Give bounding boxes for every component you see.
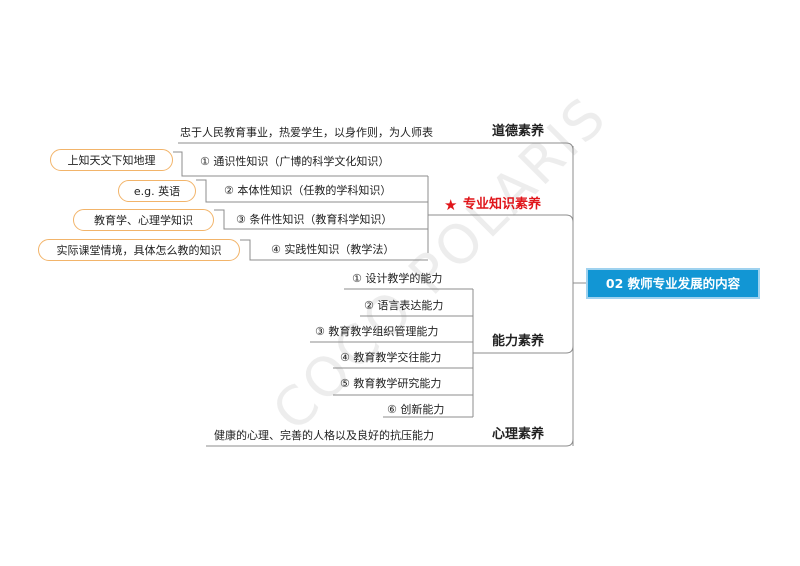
note-3-bracket xyxy=(214,209,232,230)
knowledge-item-1: ① 通识性知识（广博的科学文化知识） xyxy=(200,155,390,168)
knowledge-item-2: ② 本体性知识（任教的学科知识） xyxy=(224,184,392,197)
knowledge-note-4: 实际课堂情境，具体怎么教的知识 xyxy=(38,239,240,261)
psychology-title[interactable]: 心理素养 xyxy=(492,427,545,442)
ability-item-6: ⑥ 创新能力 xyxy=(387,403,445,416)
ethics-connector xyxy=(178,142,574,151)
knowledge-item-3: ③ 条件性知识（教育科学知识） xyxy=(236,213,393,226)
ability-item-3: ③ 教育教学组织管理能力 xyxy=(315,325,439,338)
psychology-connector xyxy=(206,438,574,447)
knowledge-item-4: ④ 实践性知识（教学法） xyxy=(271,243,395,256)
ability-connector xyxy=(473,345,574,354)
knowledge-note-1: 上知天文下知地理 xyxy=(50,149,173,171)
note-2-bracket xyxy=(196,179,214,203)
ethics-item: 忠于人民教育事业，热爱学生，以身作则，为人师表 xyxy=(180,126,433,139)
central-topic[interactable]: 02 教师专业发展的内容 xyxy=(586,268,760,299)
ability-item-2: ② 语言表达能力 xyxy=(364,299,444,312)
ability-title[interactable]: 能力素养 xyxy=(492,334,545,349)
note-4-bracket xyxy=(240,239,258,261)
psychology-item: 健康的心理、完善的人格以及良好的抗压能力 xyxy=(214,429,434,442)
ability-item-1: ① 设计教学的能力 xyxy=(352,272,443,285)
knowledge-note-2: e.g. 英语 xyxy=(118,180,196,202)
knowledge-title[interactable]: 专业知识素养 xyxy=(463,197,542,212)
knowledge-connector xyxy=(443,214,574,223)
ethics-title[interactable]: 道德素养 xyxy=(492,124,545,139)
ability-item-4: ④ 教育教学交往能力 xyxy=(340,351,442,364)
star-icon: ★ xyxy=(444,196,458,214)
ability-item-5: ⑤ 教育教学研究能力 xyxy=(340,377,442,390)
knowledge-note-3: 教育学、心理学知识 xyxy=(73,209,214,231)
note-1-bracket xyxy=(173,151,190,177)
